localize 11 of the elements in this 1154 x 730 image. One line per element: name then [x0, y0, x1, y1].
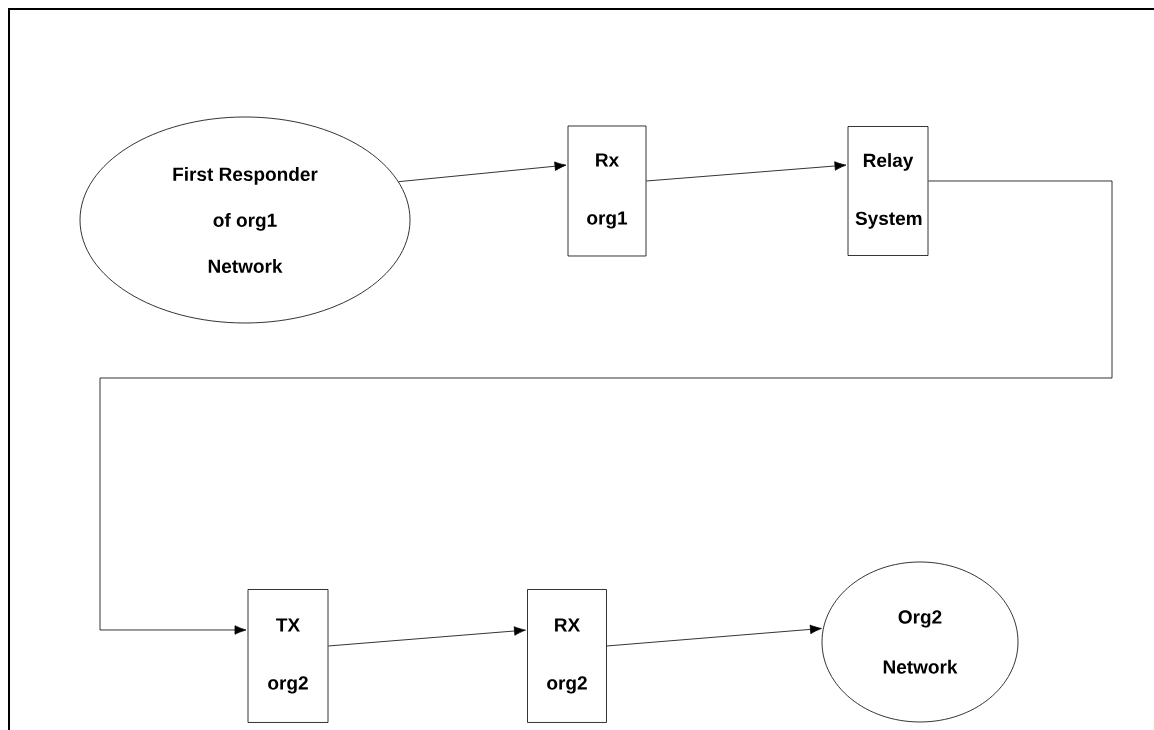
arrow: [646, 161, 847, 182]
process-box: TX org2: [247, 589, 329, 723]
process-box: Rx org1: [567, 125, 647, 257]
arrow: [398, 161, 567, 183]
arrow: [328, 626, 526, 647]
arrow: [99, 180, 1113, 635]
ellipse-node: Org2 Network: [821, 561, 1019, 723]
process-box: Relay System: [847, 126, 929, 256]
arrow: [606, 624, 822, 647]
process-box: RX org2: [527, 589, 607, 723]
ellipse-node: First Responder of org1 Network: [79, 116, 411, 324]
